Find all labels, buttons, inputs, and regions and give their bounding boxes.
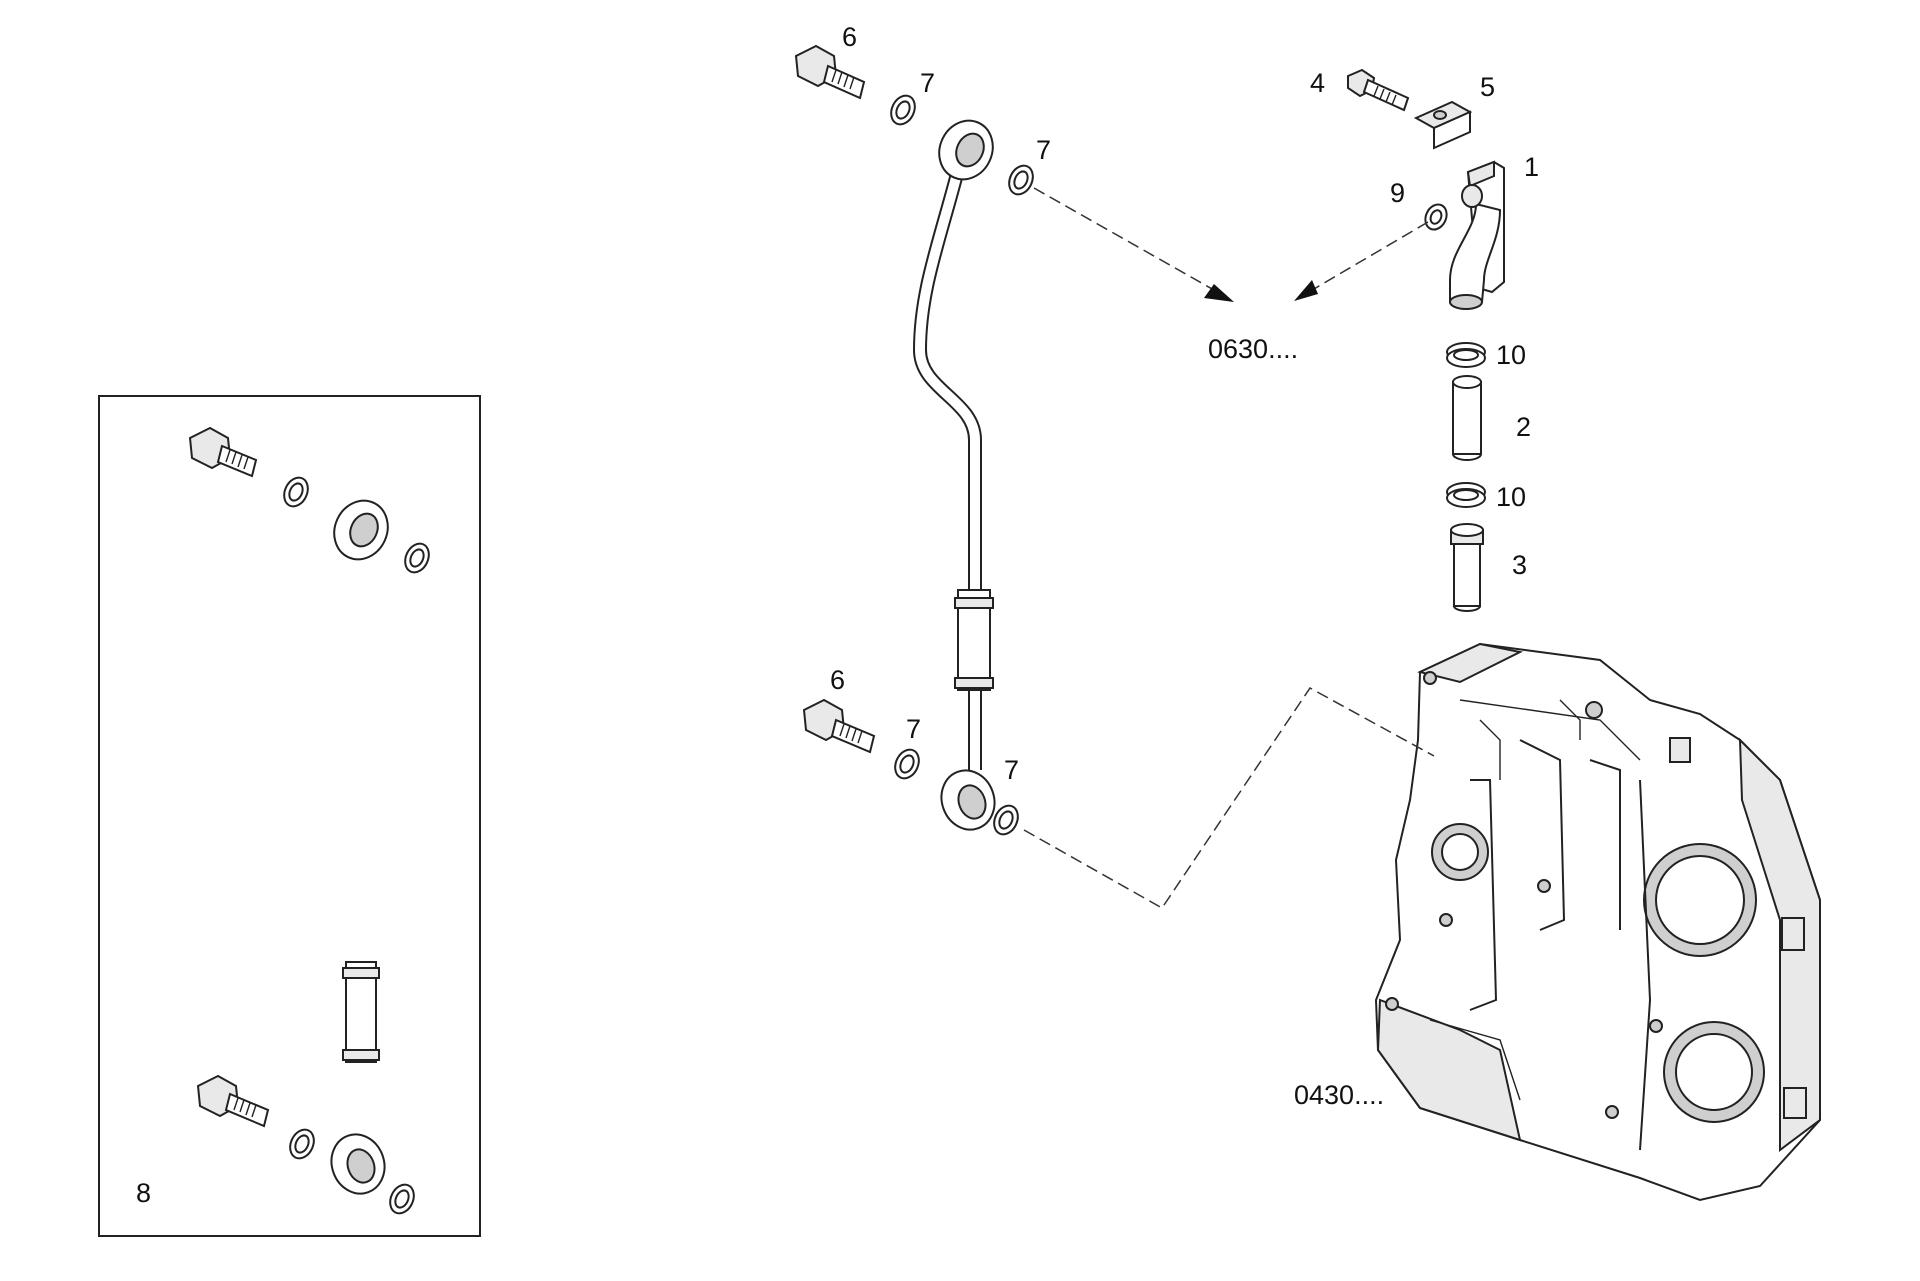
sleeve-icon <box>1452 375 1482 461</box>
callout-2: 2 <box>1516 412 1532 442</box>
banjo-bolt-top-icon <box>794 44 866 100</box>
timing-cover-housing-icon <box>1374 642 1821 1202</box>
callout-4: 4 <box>1310 68 1326 98</box>
callout-7-bottom-right: 7 <box>1004 755 1020 785</box>
o-ring-small-icon <box>1424 203 1448 231</box>
banjo-bolt-bottom-icon <box>802 698 876 754</box>
kit-box <box>98 395 481 1237</box>
oil-pipe-icon <box>912 119 996 831</box>
reference-0430: 0430.... <box>1294 1080 1385 1110</box>
callout-7-top-left: 7 <box>920 68 936 98</box>
kit-banjo-bolt-top-icon <box>188 426 258 478</box>
callout-3: 3 <box>1512 550 1528 580</box>
callout-7-bottom-left: 7 <box>906 714 922 744</box>
kit-banjo-bolt-bottom-icon <box>196 1074 270 1128</box>
bracket-icon <box>1413 100 1473 150</box>
assembly-leader-lines <box>1023 187 1435 909</box>
tube-icon <box>1450 523 1484 612</box>
oil-fitting-icon <box>1449 160 1505 310</box>
callout-1: 1 <box>1524 152 1540 182</box>
clamp-ring-top-icon <box>1446 342 1486 368</box>
sealing-washer-bottom-right-icon <box>993 804 1019 836</box>
callout-6-top: 6 <box>842 22 858 52</box>
callout-9: 9 <box>1390 178 1406 208</box>
clamp-ring-bottom-icon <box>1446 482 1486 508</box>
callout-5: 5 <box>1480 72 1496 102</box>
sealing-washer-bottom-left-icon <box>894 748 920 780</box>
bolt-icon <box>1347 68 1410 112</box>
callout-7-top-right: 7 <box>1036 135 1052 165</box>
callout-10-top: 10 <box>1496 340 1527 370</box>
kit-oil-pipe-icon <box>306 499 389 1195</box>
callout-10-bottom: 10 <box>1496 482 1527 512</box>
sealing-washer-top-left-icon <box>890 94 916 126</box>
sealing-washer-top-right-icon <box>1008 164 1034 196</box>
reference-0630: 0630.... <box>1208 334 1299 364</box>
callout-6-bottom: 6 <box>830 665 846 695</box>
callout-8: 8 <box>136 1178 152 1208</box>
kit-washer-icon <box>283 476 430 1215</box>
